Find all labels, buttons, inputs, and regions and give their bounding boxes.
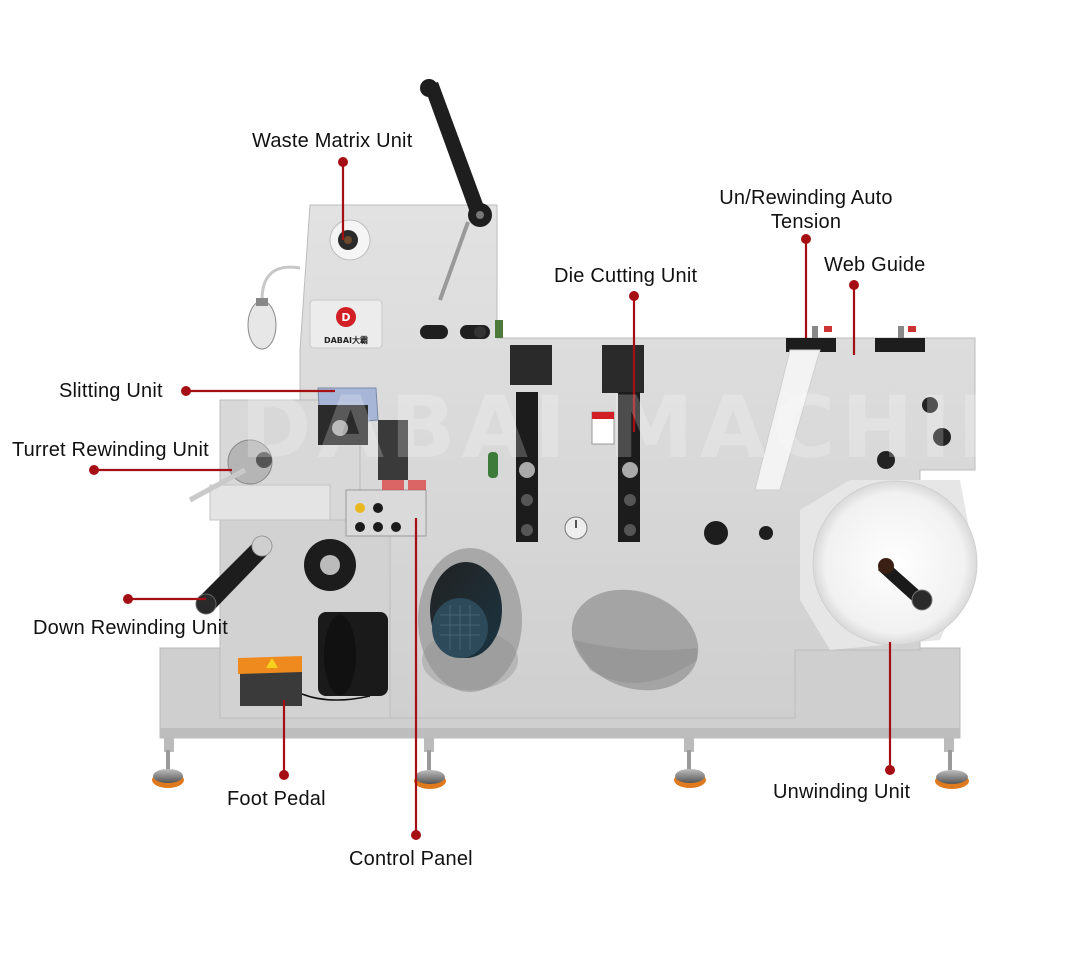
web-path xyxy=(754,349,821,491)
label-foot-pedal: Foot Pedal xyxy=(227,788,326,810)
leveling-feet xyxy=(152,738,969,789)
watermark: DABAI MACHINERY xyxy=(240,378,1080,478)
foot-1 xyxy=(152,738,184,788)
turret-rewinding-assembly xyxy=(188,439,273,503)
callout-leader-control-panel xyxy=(411,518,421,840)
drive-motor xyxy=(430,562,502,658)
svg-text:D: D xyxy=(341,311,350,324)
foot-4 xyxy=(935,738,969,789)
waste-matrix-arm xyxy=(420,79,492,301)
brand-logo-text: DABAI大霸 xyxy=(324,335,368,345)
label-line-2: Tension xyxy=(770,211,842,233)
label-control-panel: Control Panel xyxy=(349,848,473,870)
label-unwinding-unit: Unwinding Unit xyxy=(773,781,911,803)
callout-leader-slitting-unit xyxy=(181,386,335,396)
unwinding-roll xyxy=(800,480,978,650)
callout-leader-un-rewinding-auto-tension xyxy=(801,234,811,338)
label-die-cutting-unit: Die Cutting Unit xyxy=(554,265,698,287)
label-waste-matrix-unit: Waste Matrix Unit xyxy=(252,130,413,152)
label-un-rewinding-auto-tension: Un/Rewinding Auto Tension xyxy=(706,186,906,234)
label-slitting-unit: Slitting Unit xyxy=(59,380,163,402)
label-line-1: Un/Rewinding Auto xyxy=(719,187,893,209)
label-down-rewinding-unit: Down Rewinding Unit xyxy=(33,617,229,639)
die-cutting-station-2 xyxy=(591,345,644,542)
fan-motor xyxy=(318,612,388,696)
foot-pedal-device xyxy=(238,656,371,706)
web-guide-assembly xyxy=(786,326,925,352)
die-cutting-station-1 xyxy=(510,345,552,542)
label-web-guide: Web Guide xyxy=(824,254,926,276)
gear-disk xyxy=(304,539,356,591)
control-panel-box xyxy=(345,480,427,537)
slitting-unit-assembly xyxy=(317,387,408,480)
work-lamp xyxy=(247,265,301,350)
foot-3 xyxy=(674,738,706,788)
callout-leader-turret-rewinding-unit xyxy=(89,465,232,475)
waste-matrix-roller xyxy=(329,219,371,261)
callout-leader-down-rewinding-unit xyxy=(123,594,206,604)
brand-logo-plaque: D xyxy=(309,299,383,349)
callout-lines xyxy=(89,157,895,840)
green-knob xyxy=(488,452,498,478)
callout-leader-foot-pedal xyxy=(279,700,289,780)
callout-leader-die-cutting-unit xyxy=(629,291,639,432)
right-frame-bolts xyxy=(704,397,951,545)
callout-leader-web-guide xyxy=(849,280,859,355)
foot-2 xyxy=(414,738,446,789)
callout-leader-waste-matrix-unit xyxy=(338,157,348,240)
callout-leader-unwinding-unit xyxy=(885,642,895,775)
pressure-gauge xyxy=(564,516,588,540)
label-turret-rewinding-unit: Turret Rewinding Unit xyxy=(12,439,209,461)
idler-rollers xyxy=(420,320,503,339)
